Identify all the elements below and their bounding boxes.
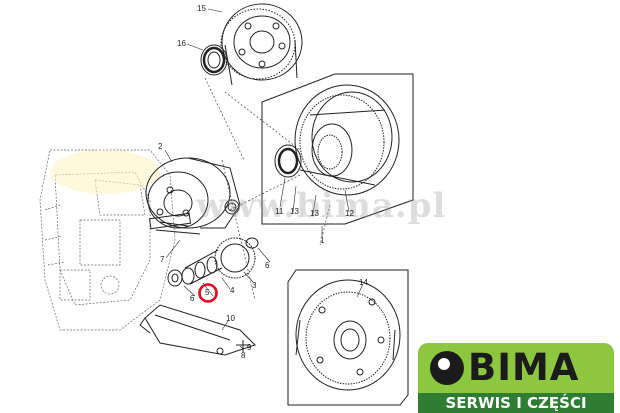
leader-lines bbox=[164, 8, 364, 350]
label-10: 10 bbox=[226, 314, 235, 323]
part-10-cover bbox=[139, 304, 256, 356]
part-8-9-bolt bbox=[216, 340, 250, 355]
part-2-housing bbox=[145, 157, 241, 235]
label-7: 7 bbox=[160, 255, 165, 264]
label-15: 15 bbox=[197, 4, 206, 13]
logo-tagline: SERWIS I CZĘŚCI bbox=[445, 394, 587, 412]
guide-lines bbox=[204, 77, 331, 301]
part-6-washers bbox=[167, 237, 259, 287]
label-14: 14 bbox=[359, 278, 368, 287]
label-4: 4 bbox=[230, 286, 235, 295]
part-box-lower bbox=[287, 269, 409, 406]
part-3-gear-shaft bbox=[181, 237, 256, 285]
part-11-seal bbox=[274, 144, 302, 178]
label-8: 8 bbox=[241, 351, 246, 360]
label-1: 1 bbox=[320, 236, 325, 245]
logo-ball-highlight bbox=[438, 358, 450, 370]
label-6b: 6 bbox=[265, 261, 270, 270]
logo-name: BIMA bbox=[468, 346, 580, 389]
watermark-text: www.bima.pl bbox=[196, 186, 447, 226]
logo-tagline-bar bbox=[418, 393, 614, 413]
label-12: 12 bbox=[345, 209, 354, 218]
label-6a: 6 bbox=[190, 294, 195, 303]
label-16: 16 bbox=[177, 39, 186, 48]
part-14-ring-gear bbox=[295, 279, 401, 391]
label-9: 9 bbox=[247, 343, 252, 352]
part-16-seal bbox=[200, 44, 228, 76]
label-11: 11 bbox=[275, 207, 284, 216]
label-13a: 13 bbox=[290, 207, 299, 216]
label-2: 2 bbox=[158, 142, 163, 151]
label-13b: 13 bbox=[310, 209, 319, 218]
part-5-highlight bbox=[198, 283, 218, 303]
part-12-gear-ring bbox=[294, 84, 400, 196]
label-5: 5 bbox=[205, 288, 210, 297]
part-7-bushing bbox=[224, 199, 240, 215]
label-3: 3 bbox=[252, 281, 257, 290]
part-box-upper bbox=[261, 73, 414, 225]
part-15-gear bbox=[220, 3, 303, 86]
yellow-glow bbox=[50, 150, 160, 194]
